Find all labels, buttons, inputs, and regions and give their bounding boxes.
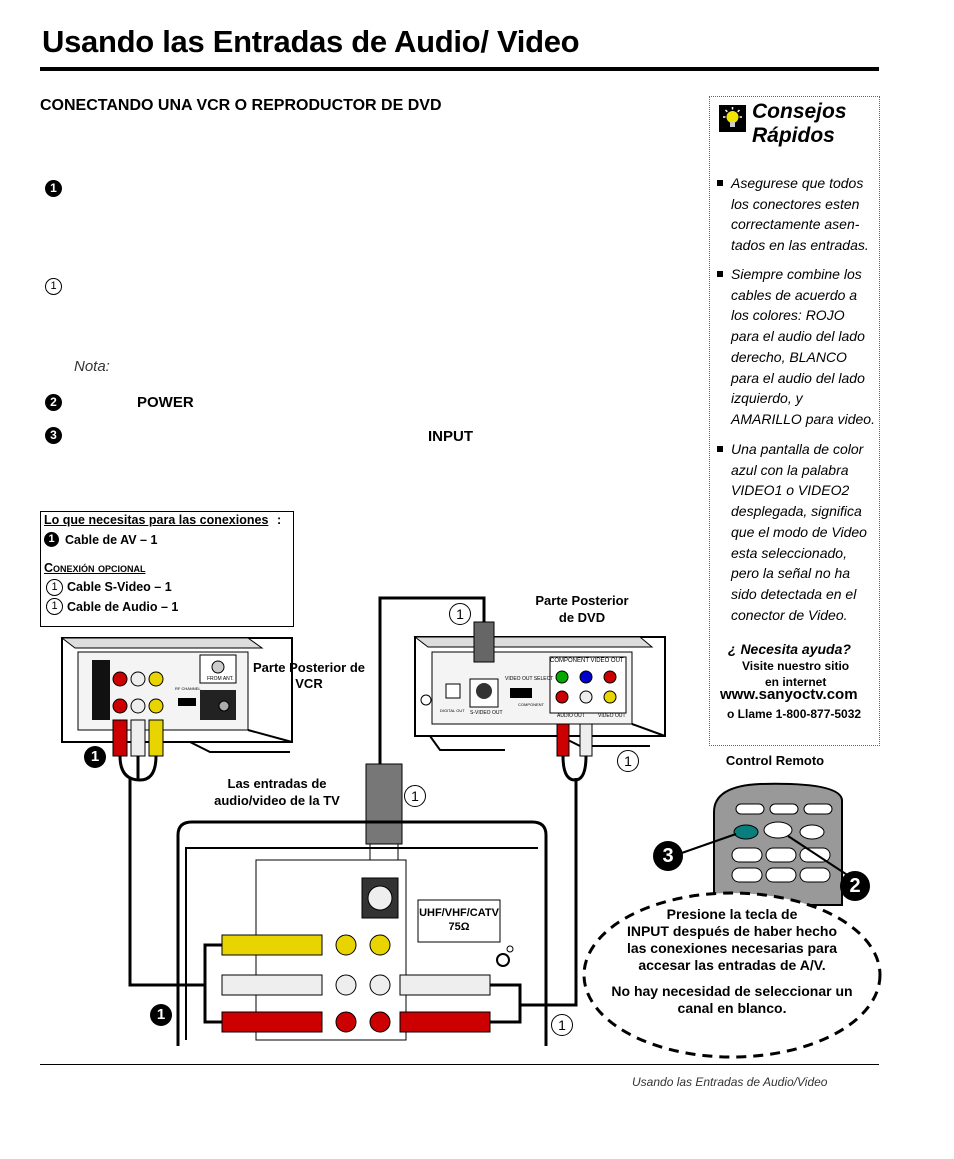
dvd-component-label: COMPONENT VIDEO OUT — [550, 658, 624, 664]
dvd-audio-out-label: AUDIO OUT — [557, 713, 585, 719]
dvd-back-label-2: de DVD — [558, 610, 606, 625]
tip-text: Una pantalla de color azul con la palabr… — [731, 441, 867, 623]
tips-title-line1: Consejos — [752, 100, 847, 123]
vcr-back-panel — [60, 637, 293, 753]
callout-line: las conexiones necesarias para — [626, 940, 838, 956]
title-rule — [40, 67, 879, 71]
diagram-marker-1: 1 — [84, 746, 106, 768]
needs-marker-optional: 1 — [46, 598, 63, 615]
dvd-video-select-label: VIDEO OUT SELECT — [505, 676, 553, 682]
callout-line: canal en blanco. — [677, 1000, 787, 1016]
dvd-svideo-out-label: S-VIDEO OUT — [470, 710, 503, 716]
diagram-marker-1: 1 — [150, 1004, 172, 1026]
tips-title-line2: Rápidos — [752, 124, 835, 147]
tips-title: Consejos Rápidos — [752, 100, 847, 148]
needs-optional-heading: Conexión opcional — [44, 561, 146, 575]
diagram-optional-marker: 1 — [617, 750, 639, 772]
remote-control — [675, 782, 856, 906]
input-key-label: INPUT — [428, 428, 473, 445]
remote-label: Control Remoto — [725, 753, 825, 768]
dvd-back-label-1: Parte Posterior — [535, 593, 629, 608]
uhf-label-line1: UHF/VHF/CATV — [419, 907, 499, 919]
footer-rule — [40, 1064, 879, 1065]
needs-box: Lo que necesitas para las conexiones : 1… — [40, 511, 294, 627]
diagram-optional-marker: 1 — [404, 785, 426, 807]
step-1-marker: 1 — [45, 180, 62, 197]
callout-ellipse — [582, 891, 882, 1059]
vcr-plugs — [112, 719, 205, 987]
tv-inputs-label-1: Las entradas de — [227, 776, 327, 791]
callout-line: accesar las entradas de A/V. — [638, 957, 826, 973]
diagram-optional-marker: 1 — [449, 603, 471, 625]
diagram-optional-marker: 1 — [551, 1014, 573, 1036]
bullet-icon — [717, 271, 723, 277]
help-line-2: en internet — [765, 675, 827, 689]
step-2-marker: 2 — [45, 394, 62, 411]
tip-item: Asegurese que todos los conectores esten… — [717, 173, 875, 256]
bullet-icon — [717, 180, 723, 186]
svideo-cable — [365, 596, 495, 863]
quick-tips-box — [709, 96, 880, 746]
callout-tail-circle — [506, 945, 514, 953]
page-footer: Usando las Entradas de Audio/Video — [632, 1075, 828, 1089]
tv-av-plugs — [203, 934, 522, 1033]
help-question: ¿ Necesita ayuda? — [728, 641, 851, 657]
step-3-marker: 3 — [45, 427, 62, 444]
dvd-digital-out-label: DIGITAL OUT — [440, 708, 465, 713]
diagram-marker-2: 2 — [840, 871, 870, 901]
needs-optional-item: Cable de Audio – 1 — [67, 600, 179, 614]
help-url-link[interactable]: www.sanyoctv.com — [720, 686, 858, 703]
needs-marker-1: 1 — [44, 532, 59, 547]
uhf-label: UHF/VHF/CATV 75Ω — [418, 906, 500, 934]
lightbulb-icon — [719, 105, 746, 132]
bullet-icon — [717, 446, 723, 452]
dvd-video-out-label: VIDEO OUT — [598, 713, 626, 719]
optional-step-marker: 1 — [45, 278, 62, 295]
diagram-marker-3: 3 — [653, 841, 683, 871]
help-phone: o Llame 1-800-877-5032 — [727, 707, 862, 721]
needs-optional-item: Cable S-Video – 1 — [67, 580, 172, 594]
callout-line: Presione la tecla de — [666, 906, 798, 922]
section-heading: CONECTANDO UNA VCR O REPRODUCTOR DE DVD — [40, 97, 442, 114]
tv-inputs-label-2: audio/video de la TV — [214, 793, 340, 808]
vcr-from-ant-label: FROM ANT. — [207, 676, 234, 682]
power-key-label: POWER — [137, 394, 194, 411]
callout-tail-circle — [496, 953, 510, 967]
needs-heading: Lo que necesitas para las conexiones — [44, 513, 269, 527]
vcr-rf-channel-label: RF CHANNEL — [175, 686, 201, 691]
dvd-audio-plugs — [520, 723, 593, 1007]
tip-item: Siempre combine los cables de acuerdo a … — [717, 264, 875, 430]
dvd-back-panel — [413, 636, 666, 751]
tip-text: Siempre combine los cables de acuerdo a … — [731, 266, 875, 427]
tip-item: Una pantalla de color azul con la palabr… — [717, 439, 875, 625]
uhf-label-line2: 75Ω — [448, 921, 470, 933]
tip-text: Asegurese que todos los conectores esten… — [731, 175, 869, 254]
needs-main-item: Cable de AV – 1 — [65, 533, 158, 547]
callout-text: Presione la tecla de INPUT después de ha… — [596, 906, 868, 1017]
tv-back-panel — [176, 820, 548, 1046]
needs-colon: : — [277, 513, 282, 527]
needs-marker-optional: 1 — [46, 579, 63, 596]
callout-line: INPUT después de haber hecho — [626, 923, 838, 939]
note-label: Nota: — [74, 358, 110, 375]
vcr-back-label: Parte Posterior de VCR — [253, 660, 365, 691]
dvd-component-small-label: COMPONENT — [518, 702, 545, 707]
callout-line: No hay necesidad de seleccionar un — [611, 983, 853, 999]
page-title: Usando las Entradas de Audio/ Video — [42, 24, 580, 59]
help-line-1: Visite nuestro sitio — [742, 659, 850, 673]
